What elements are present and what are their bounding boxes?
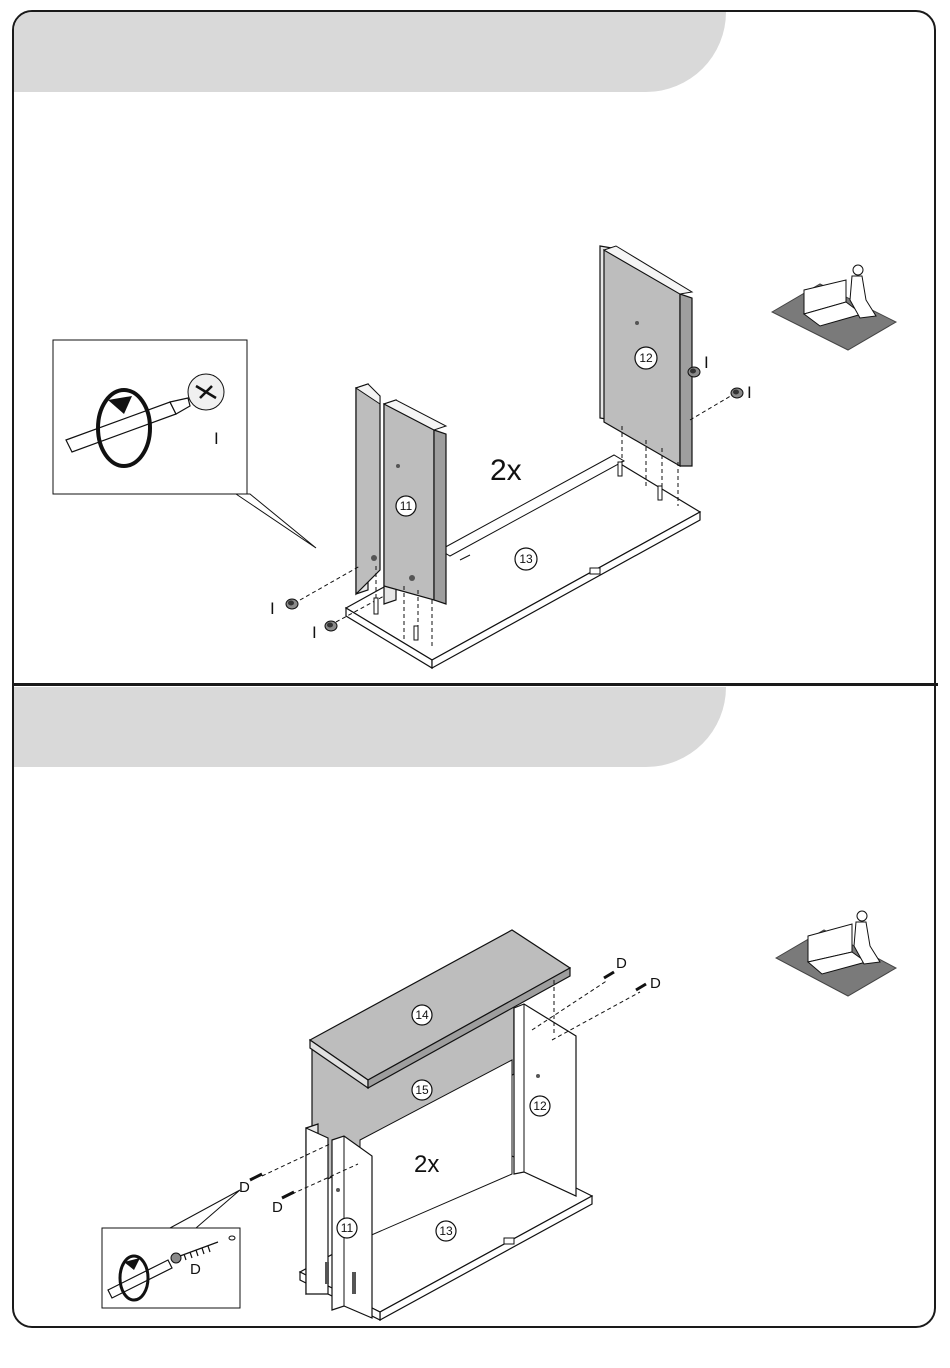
hardware-label-i-detail: I <box>214 429 219 448</box>
part-label-11: 11 <box>400 499 413 513</box>
part-label-15: 15 <box>415 1083 429 1097</box>
side-panel-12: 12 <box>600 246 692 466</box>
part-label-13: 13 <box>439 1224 453 1238</box>
hardware-label-i: I <box>270 599 275 618</box>
screw-label-d-detail: D <box>190 1261 201 1278</box>
screw-label-d: D <box>650 975 661 992</box>
side-panel-11: 11 <box>356 384 446 604</box>
two-person-assembly-icon <box>772 265 896 350</box>
screw-label-d: D <box>616 955 627 972</box>
screw-label-d: D <box>272 1199 283 1216</box>
step-2-illustration: 13 15 12 14 <box>102 911 896 1320</box>
side-panel-12: 12 <box>514 1004 576 1196</box>
part-label-11: 11 <box>341 1221 354 1235</box>
part-label-12: 12 <box>639 351 653 365</box>
part-label-14: 14 <box>415 1008 429 1022</box>
detail-inset-screw: D <box>102 1190 240 1308</box>
detail-inset-cam-lock: I <box>53 340 316 548</box>
part-label-12: 12 <box>533 1099 547 1113</box>
cam-lock-icon <box>188 374 224 410</box>
hardware-label-i: I <box>747 383 752 402</box>
quantity-multiplier: 2x <box>414 1151 439 1178</box>
two-person-assembly-icon <box>776 911 896 996</box>
step-1-illustration: 11 12 <box>53 246 896 668</box>
side-panel-11: 11 <box>306 1124 372 1318</box>
quantity-multiplier: 2x <box>490 454 522 487</box>
screw-label-d: D <box>239 1179 250 1196</box>
hardware-label-i: I <box>704 353 709 372</box>
hardware-label-i: I <box>312 623 317 642</box>
part-label-13: 13 <box>519 552 533 566</box>
